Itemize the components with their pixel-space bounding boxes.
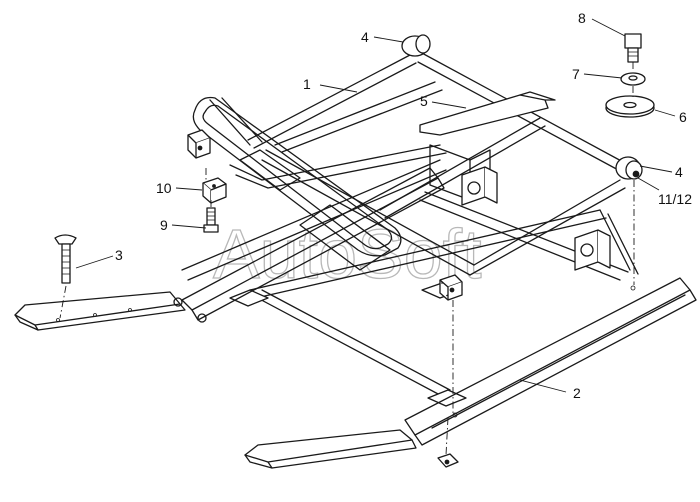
callout-1: 1	[303, 76, 311, 92]
part-9-screw	[203, 207, 219, 233]
leader-8	[591, 18, 626, 37]
leader-3	[75, 255, 114, 269]
leader-6	[654, 109, 676, 117]
callout-4-top: 4	[361, 29, 369, 45]
callout-10: 10	[156, 180, 172, 196]
part-3-screw	[54, 234, 77, 284]
callout-9: 9	[160, 217, 168, 233]
part-4-bushing-right	[615, 156, 643, 180]
callout-8: 8	[578, 10, 586, 26]
callout-7: 7	[572, 66, 580, 82]
leader-10	[175, 187, 203, 191]
left-pedal	[14, 291, 207, 331]
part-7-washer	[620, 72, 646, 86]
leader-4a	[373, 36, 404, 43]
leader-2	[519, 379, 567, 393]
callout-3: 3	[115, 247, 123, 263]
leader-4b	[639, 165, 673, 173]
part-5-strap	[419, 91, 556, 136]
callout-11-12: 11/12	[658, 191, 692, 207]
clamp-lower	[439, 274, 463, 301]
bottom-bolt	[437, 453, 459, 468]
axis-line-3	[59, 285, 67, 319]
watermark: AutoSoft	[213, 215, 482, 293]
callout-2: 2	[573, 385, 581, 401]
callout-4-right: 4	[675, 164, 683, 180]
part-4-bushing-top	[401, 34, 431, 57]
callout-6: 6	[679, 109, 687, 125]
right-skid	[404, 277, 697, 446]
axis-line-bolt	[445, 417, 449, 456]
left-skid	[181, 167, 445, 321]
leader-1	[319, 84, 358, 93]
part-10-block	[202, 177, 227, 204]
leader-11-12	[637, 177, 660, 191]
part-8-bolt	[624, 33, 642, 63]
leader-7	[583, 73, 623, 79]
part-6-washer	[605, 95, 655, 118]
leader-5	[431, 101, 467, 109]
clamp-upper	[187, 129, 211, 159]
callout-5: 5	[420, 93, 428, 109]
leader-9	[171, 224, 207, 229]
right-pedal	[244, 429, 417, 469]
